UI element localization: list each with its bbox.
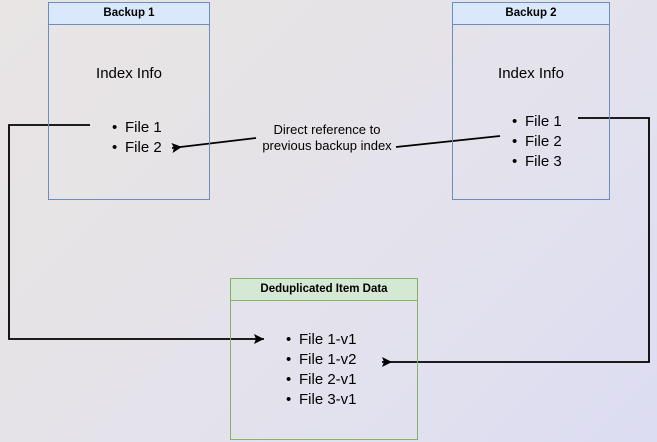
deduplicated-item-data-header: Deduplicated Item Data <box>231 279 417 301</box>
deduplicated-item-data-body: File 1-v1 File 1-v2 File 2-v1 File 3-v1 <box>231 301 417 439</box>
list-item: File 1-v1 <box>286 330 356 350</box>
caption-line-2: previous backup index <box>262 138 392 153</box>
list-item: File 1 <box>512 112 562 132</box>
backup-2-index-info-label: Index Info <box>498 65 564 82</box>
backup-1-box[interactable]: Backup 1 Index Info File 1 File 2 <box>48 2 210 200</box>
backup-2-header: Backup 2 <box>453 3 609 25</box>
backup-2-body: Index Info File 1 File 2 File 3 <box>453 25 609 199</box>
deduplicated-item-data-box[interactable]: Deduplicated Item Data File 1-v1 File 1-… <box>230 278 418 440</box>
backup-2-box[interactable]: Backup 2 Index Info File 1 File 2 File 3 <box>452 2 610 200</box>
direct-reference-caption: Direct reference to previous backup inde… <box>252 122 402 154</box>
backup-1-index-info-label: Index Info <box>96 65 162 82</box>
list-item: File 2 <box>512 132 562 152</box>
backup-1-header: Backup 1 <box>49 3 209 25</box>
caption-line-1: Direct reference to <box>273 122 381 137</box>
deduplicated-item-list: File 1-v1 File 1-v2 File 2-v1 File 3-v1 <box>279 330 356 410</box>
list-item: File 1 <box>112 118 162 138</box>
backup-2-file-list: File 1 File 2 File 3 <box>505 112 562 172</box>
list-item: File 2 <box>112 138 162 158</box>
list-item: File 2-v1 <box>286 370 356 390</box>
list-item: File 3-v1 <box>286 390 356 410</box>
list-item: File 3 <box>512 152 562 172</box>
backup-1-file-list: File 1 File 2 <box>105 118 162 158</box>
list-item: File 1-v2 <box>286 350 356 370</box>
backup-1-body: Index Info File 1 File 2 <box>49 25 209 199</box>
